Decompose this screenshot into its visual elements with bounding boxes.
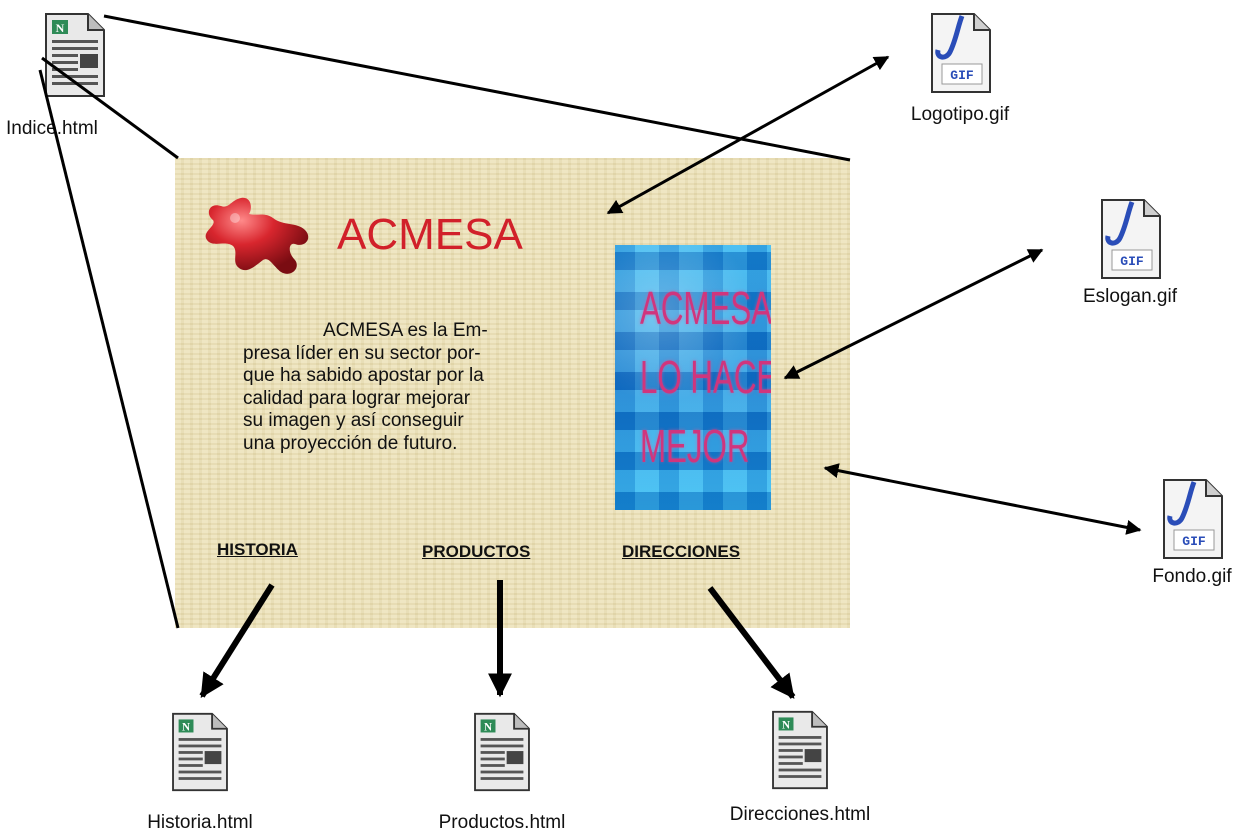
paragraph-line: ACMESA es la Em- — [323, 320, 488, 341]
svg-text:N: N — [182, 722, 190, 734]
file-indice[interactable]: N Indice.html — [0, 12, 150, 140]
paragraph-line: presa líder en su sector por- — [243, 342, 481, 364]
slogan-image: ACMESA LO HACE MEJOR — [615, 245, 771, 510]
file-historia[interactable]: N Historia.html — [120, 712, 280, 834]
paragraph-line: que ha sabido apostar por la — [243, 365, 484, 386]
file-label: Fondo.gif — [1152, 566, 1232, 587]
html-document-icon: N — [772, 710, 828, 790]
file-label: Direcciones.html — [729, 804, 871, 825]
red-blob-icon — [205, 197, 309, 274]
gif-image-icon: GIF — [1163, 479, 1223, 559]
file-label: Eslogan.gif — [1082, 286, 1177, 307]
intro-paragraph: ACMESA es la Em- presa líder en su secto… — [243, 320, 553, 455]
nav-link-direcciones[interactable]: DIRECCIONES — [622, 542, 741, 561]
slogan-line: LO HACE — [639, 351, 771, 403]
svg-text:N: N — [484, 722, 492, 734]
file-logotipo[interactable]: GIF Logotipo.gif — [890, 12, 1030, 126]
file-eslogan[interactable]: GIF Eslogan.gif — [1060, 198, 1200, 308]
file-label: Logotipo.gif — [910, 104, 1010, 125]
html-document-icon: N — [45, 13, 105, 97]
logo-text: ACMESA — [337, 210, 523, 259]
file-label: Indice.html — [6, 118, 98, 139]
paragraph-line: calidad para lograr mejorar — [243, 387, 471, 409]
projection-line-top — [103, 14, 851, 162]
gif-image-icon: GIF — [1101, 199, 1161, 279]
slogan-line: MEJOR — [639, 420, 750, 472]
paragraph-line: una proyección de futuro. — [243, 432, 458, 454]
html-document-icon: N — [172, 712, 228, 792]
gif-image-icon: GIF — [931, 13, 991, 93]
projection-line-left — [38, 69, 180, 629]
nav-link-productos[interactable]: PRODUCTOS — [422, 542, 531, 561]
svg-text:GIF: GIF — [1120, 254, 1144, 269]
file-label: Productos.html — [438, 812, 566, 833]
file-direcciones[interactable]: N Direcciones.html — [700, 710, 900, 826]
slogan-line: ACMESA — [639, 282, 771, 334]
web-page-preview: ACMESA ACMESA es la Em- presa líder en s… — [175, 158, 850, 628]
html-document-icon: N — [474, 712, 530, 792]
file-fondo[interactable]: GIF Fondo.gif — [1130, 478, 1254, 588]
acmesa-logo: ACMESA — [195, 182, 565, 282]
arrow-fondo — [823, 463, 1142, 535]
nav-link-historia[interactable]: HISTORIA — [217, 540, 298, 559]
svg-text:GIF: GIF — [1182, 534, 1206, 549]
svg-text:N: N — [56, 21, 65, 35]
svg-text:GIF: GIF — [950, 68, 974, 83]
svg-text:N: N — [782, 720, 790, 732]
paragraph-line: su imagen y así conseguir — [243, 410, 464, 431]
file-label: Historia.html — [147, 812, 253, 833]
file-productos[interactable]: N Productos.html — [412, 712, 592, 834]
